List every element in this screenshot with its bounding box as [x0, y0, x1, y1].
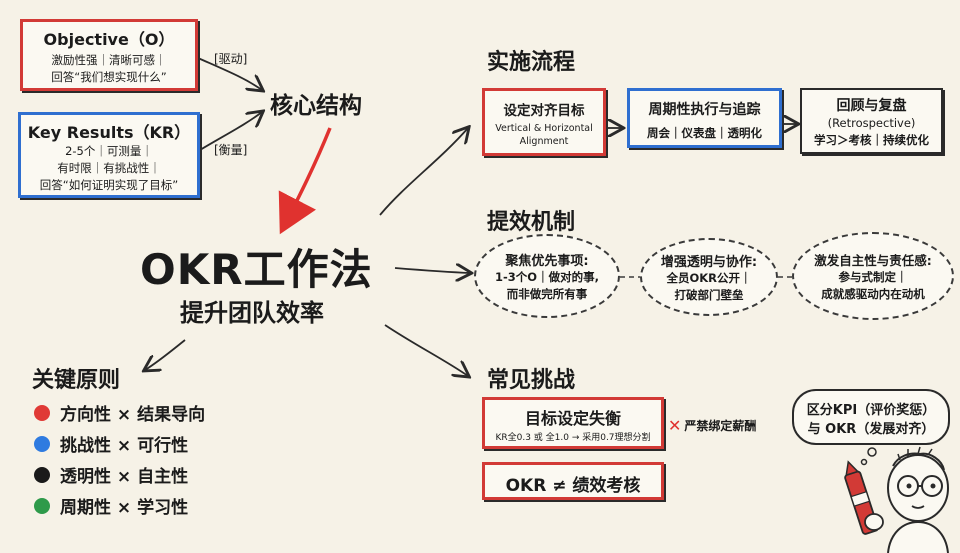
m3-line1: 参与式制定｜: [838, 269, 908, 284]
m1-title: 聚焦优先事项:: [505, 253, 589, 269]
principle-item: 方向性 × 结果导向: [34, 400, 205, 425]
mechanism-heading: 提效机制: [487, 210, 576, 235]
m3-title: 激发自主性与责任感:: [814, 252, 932, 268]
key-results-line1: 2-5个｜可测量｜: [65, 144, 153, 158]
key-results-title: Key Results（KR）: [27, 123, 191, 142]
key-results-box: Key Results（KR） 2-5个｜可测量｜ 有时限｜有挑战性｜ 回答“如…: [18, 112, 200, 198]
c2-text: OKR ≠ 绩效考核: [505, 476, 641, 496]
principle-label: 周期性 × 学习性: [60, 498, 189, 518]
bubble-line2: 与 OKR（发展对齐）: [807, 422, 935, 437]
objective-line1: 激励性强｜清晰可感｜: [51, 53, 167, 67]
objective-line2: 回答“我们想实现什么”: [51, 70, 167, 84]
principle-item: 透明性 × 自主性: [34, 462, 188, 487]
center-title: OKR工作法: [140, 245, 373, 294]
key-results-line3: 回答“如何证明实现了目标”: [39, 178, 179, 192]
m2-line2: 打破部门壁垒: [674, 287, 744, 302]
step3-title: 回顾与复盘: [836, 98, 907, 114]
key-results-line2: 有时限｜有挑战性｜: [57, 161, 161, 175]
core-structure-label: 核心结构: [270, 93, 362, 119]
principle-label: 方向性 × 结果导向: [60, 405, 206, 425]
step-set-aligned-goals: 设定对齐目标 Vertical & Horizontal Alignment: [482, 88, 606, 156]
center-subtitle: 提升团队效率: [180, 299, 324, 327]
arrow-center-to-principles: [145, 339, 186, 370]
arrow-objective-to-core: [197, 57, 262, 90]
challenge-okr-not-performance: OKR ≠ 绩效考核: [482, 462, 664, 500]
step-periodic-execution: 周期性执行与追踪 周会｜仪表盘｜透明化: [627, 88, 782, 148]
objective-box: Objective（O） 激励性强｜清晰可感｜ 回答“我们想实现什么”: [20, 19, 198, 91]
step3-sub2: 学习＞考核｜持续优化: [814, 133, 929, 147]
step1-sub2: Alignment: [519, 136, 569, 147]
c1-sub: KR全0.3 或 全1.0 → 采用0.7理想分割: [495, 433, 651, 443]
principle-dot-red: [34, 404, 50, 421]
principle-item: 周期性 × 学习性: [34, 493, 188, 518]
challenges-heading: 常见挑战: [487, 368, 576, 393]
principle-label: 透明性 × 自主性: [60, 467, 189, 487]
step-retrospective: 回顾与复盘 (Retrospective) 学习＞考核｜持续优化: [800, 88, 943, 154]
mechanism-transparency: 增强透明与协作: 全员OKR公开｜ 打破部门壁垒: [640, 238, 778, 316]
principle-dot-green: [34, 497, 50, 514]
m3-line2: 成就感驱动内在动机: [821, 286, 925, 301]
challenge-goal-imbalance: 目标设定失衡 KR全0.3 或 全1.0 → 采用0.7理想分割: [482, 397, 664, 449]
mechanism-focus: 聚焦优先事项: 1-3个O｜做对的事, 而非做完所有事: [474, 234, 620, 318]
m1-line1: 1-3个O｜做对的事,: [495, 269, 599, 284]
implementation-heading: 实施流程: [487, 50, 576, 75]
warning-text: 严禁绑定薪酬: [684, 419, 757, 433]
thought-bubble: 区分KPI（评价奖惩） 与 OKR（发展对齐）: [792, 389, 950, 445]
step3-sub1: (Retrospective): [827, 116, 916, 130]
warning-note: ✕ 严禁绑定薪酬: [668, 416, 756, 435]
step2-sub: 周会｜仪表盘｜透明化: [647, 126, 762, 140]
principle-label: 挑战性 × 可行性: [60, 436, 189, 456]
arrow-core-to-center: [278, 127, 332, 235]
m2-title: 增强透明与协作:: [660, 254, 758, 270]
cross-icon: ✕: [668, 416, 682, 435]
arrow-center-to-implementation: [379, 128, 468, 216]
principle-dot-black: [34, 466, 50, 483]
arrow-center-to-mechanism: [394, 268, 470, 273]
tag-measure: [衡量]: [214, 143, 248, 157]
principle-item: 挑战性 × 可行性: [34, 431, 188, 456]
arrow-kr-to-core: [199, 112, 262, 151]
tag-drive: [驱动]: [214, 52, 248, 66]
m1-line2: 而非做完所有事: [506, 286, 588, 301]
principle-dot-blue: [34, 435, 50, 452]
objective-title: Objective（O）: [43, 30, 175, 49]
principles-heading: 关键原则: [32, 368, 121, 393]
mechanism-autonomy: 激发自主性与责任感: 参与式制定｜ 成就感驱动内在动机: [792, 232, 954, 320]
step1-title: 设定对齐目标: [503, 103, 585, 119]
character-with-marker-icon: [844, 446, 949, 553]
bubble-line1: 区分KPI（评价奖惩）: [806, 403, 936, 418]
m2-line1: 全员OKR公开｜: [666, 270, 752, 285]
c1-title: 目标设定失衡: [524, 409, 621, 428]
arrow-center-to-challenges: [384, 324, 468, 376]
step1-sub1: Vertical & Horizontal: [495, 123, 593, 134]
step2-title: 周期性执行与追踪: [648, 102, 761, 118]
